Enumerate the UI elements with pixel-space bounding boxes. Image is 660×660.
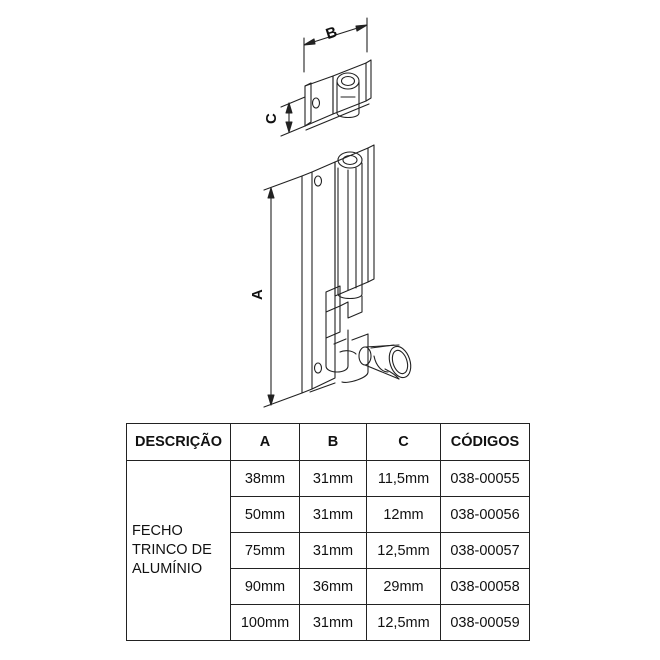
cell-c: 29mm	[366, 568, 441, 605]
description-line: FECHO	[132, 523, 183, 539]
table-row: 100mm 31mm 12,5mm 038-00059	[127, 604, 530, 641]
header-b: B	[299, 423, 367, 461]
cell-b: 36mm	[299, 568, 367, 605]
description-line: ALUMÍNIO	[132, 561, 203, 577]
dimension-label-a: A	[249, 289, 266, 300]
cell-a: 90mm	[230, 568, 300, 605]
cell-a: 75mm	[230, 532, 300, 569]
cell-codigo: 038-00057	[440, 532, 530, 569]
cell-a: 50mm	[230, 496, 300, 533]
dimension-label-c: C	[263, 113, 280, 124]
cell-b: 31mm	[299, 496, 367, 533]
cell-a: 100mm	[230, 604, 300, 641]
cell-codigo: 038-00058	[440, 568, 530, 605]
dimension-label-b: B	[324, 24, 340, 44]
cell-b: 31mm	[299, 604, 367, 641]
header-descricao: DESCRIÇÃO	[126, 423, 231, 461]
cell-a: 38mm	[230, 460, 300, 497]
description-cell: FECHO TRINCO DE ALUMÍNIO	[126, 460, 231, 641]
cell-b: 31mm	[299, 460, 367, 497]
table-row: FECHO TRINCO DE ALUMÍNIO 38mm 31mm 11,5m…	[126, 460, 530, 641]
header-c: C	[366, 423, 441, 461]
description-line: TRINCO DE	[132, 542, 212, 558]
header-a: A	[230, 423, 300, 461]
cell-c: 11,5mm	[366, 460, 441, 497]
table-row: 75mm 31mm 12,5mm 038-00057	[127, 532, 530, 569]
table-header-row: DESCRIÇÃO A B C CÓDIGOS	[126, 423, 530, 461]
cell-c: 12,5mm	[366, 532, 441, 569]
keeper-bracket-detail	[280, 17, 372, 137]
header-codigos: CÓDIGOS	[440, 423, 530, 461]
bolt-body-drawing	[263, 103, 412, 408]
cell-codigo: 038-00056	[440, 496, 530, 533]
cell-c: 12,5mm	[366, 604, 441, 641]
specification-table: DESCRIÇÃO A B C CÓDIGOS FECHO TRINCO DE …	[126, 423, 530, 641]
cell-codigo: 038-00055	[440, 460, 530, 497]
cell-codigo: 038-00059	[440, 604, 530, 641]
cell-c: 12mm	[366, 496, 441, 533]
product-technical-drawing: B C A	[249, 17, 412, 408]
cell-b: 31mm	[299, 532, 367, 569]
